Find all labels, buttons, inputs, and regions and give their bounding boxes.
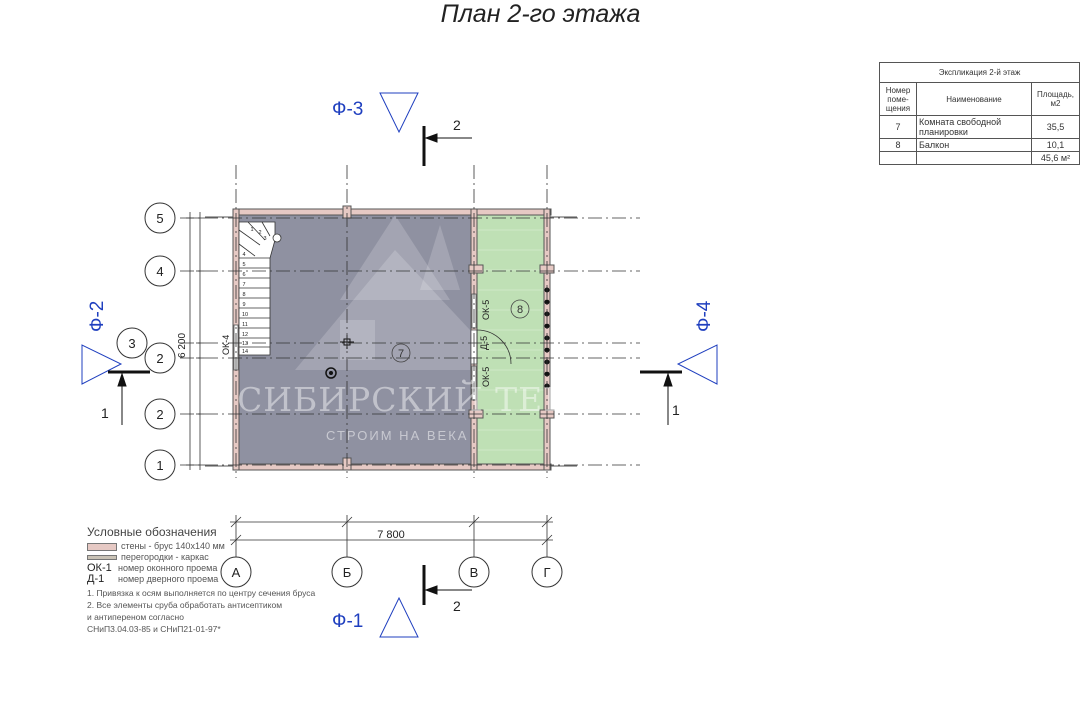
stair-step-4: 4 [242,252,245,258]
balcony-hatch [478,229,545,451]
watermark-name: СИБИРСКИЙ ТЕРЕМ [237,380,627,419]
plan-title: План 2-го этажа [440,0,641,28]
chimney-symbol [325,367,337,379]
legend-title: Условные обозначения [87,525,217,539]
stair-step-14: 14 [242,349,248,355]
legend-d-text: номер дверного проема [118,574,219,584]
stair-step-10: 10 [242,312,248,318]
facade-1-label: Ф-1 [332,611,363,632]
legend-ok-code: ОК-1 [87,562,112,574]
axis-2-lower: 2 [156,407,163,422]
room-8-balcony-area [475,212,547,467]
legend-d-code: Д-1 [87,573,105,585]
facade-4-label: Ф-4 [694,300,715,332]
wall-top [232,208,552,216]
room-7-area [237,212,475,467]
facade-2-label: Ф-2 [87,301,108,332]
legend-walls: стены - брус 140х140 мм [121,541,225,551]
section-2-top-label: 2 [453,117,461,133]
legend-note-2: 2. Все элементы сруба обработать антисеп… [87,600,283,610]
facade-4-triangle [676,344,718,385]
partitions-swatch [87,555,117,560]
explication-table: Экспликация 2-й этаж Номер поме-щения На… [879,62,1080,165]
axis-5: 5 [156,211,163,226]
section-1-left-label: 1 [101,405,109,421]
stair-step-11: 11 [242,322,248,328]
axis-4: 4 [156,264,163,279]
label-ok5-top: ОК-5 [481,300,491,320]
legend: Условные обозначения стены - брус 140х14… [87,525,316,635]
facade-3-triangle [379,92,419,134]
staircase [238,221,276,356]
table-row: 8 Балкон 10,1 [879,138,1080,152]
legend-note-1: 1. Привязка к осям выполняется по центру… [87,588,316,598]
watermark-logo [295,215,470,370]
total-area: 45,6 м² [1031,151,1080,165]
legend-note-4: СНиП3.04.03-85 и СНиП21-01-97* [87,624,221,634]
row-area: 35,5 [1031,115,1080,139]
header-name: Наименование [916,82,1032,116]
table-row: 7 Комната свободной планировки 35,5 [879,115,1080,139]
stair-step-1: 1 [250,227,253,233]
stair-step-7: 7 [242,282,245,288]
axis-2-upper: 2 [156,351,163,366]
stair-step-3: 3 [263,236,266,242]
facade-2-triangle [81,344,123,385]
row-name: Комната свободной планировки [916,115,1032,139]
stair-step-9: 9 [242,302,245,308]
room-8-marker: 8 [517,304,523,316]
label-ok5-bottom: ОК-5 [481,367,491,387]
axis-v: В [470,565,479,580]
facade-1-triangle [379,596,419,638]
table-total-row: 45,6 м² [879,151,1080,165]
stair-step-5: 5 [242,262,245,268]
row-name: Балкон [916,138,1032,152]
section-2-bottom-label: 2 [453,598,461,614]
dimension-width: 7 800 [377,529,405,541]
legend-note-3: и антипереном согласно [87,612,184,622]
axis-a: А [232,565,241,580]
explication-caption: Экспликация 2-й этаж [879,62,1080,83]
section-1-right-label: 1 [672,402,680,418]
facade-3-label: Ф-3 [332,99,363,120]
stair-step-6: 6 [242,272,245,278]
walls-swatch [87,542,117,551]
legend-ok-text: номер оконного проема [118,563,218,573]
axis-b: Б [343,565,352,580]
header-number: Номер поме-щения [879,82,917,116]
room-7-marker: 7 [398,348,404,360]
axis-3: 3 [128,336,135,351]
stair-step-12: 12 [242,332,248,338]
label-d5: Д-5 [479,336,489,350]
stair-step-8: 8 [242,292,245,298]
dimension-height: 6 200 [177,333,188,358]
stair-step-2: 2 [258,230,261,236]
row-num: 8 [879,138,917,152]
axis-1: 1 [156,458,163,473]
legend-partitions: перегородки - каркас [121,552,209,562]
stair-step-13: 13 [242,341,248,347]
header-area: Площадь, м2 [1031,82,1080,116]
row-area: 10,1 [1031,138,1080,152]
watermark-slogan: СТРОИМ НА ВЕКА [326,428,469,443]
axis-g: Г [543,565,550,580]
label-ok4: ОК-4 [221,335,231,355]
row-num: 7 [879,115,917,139]
